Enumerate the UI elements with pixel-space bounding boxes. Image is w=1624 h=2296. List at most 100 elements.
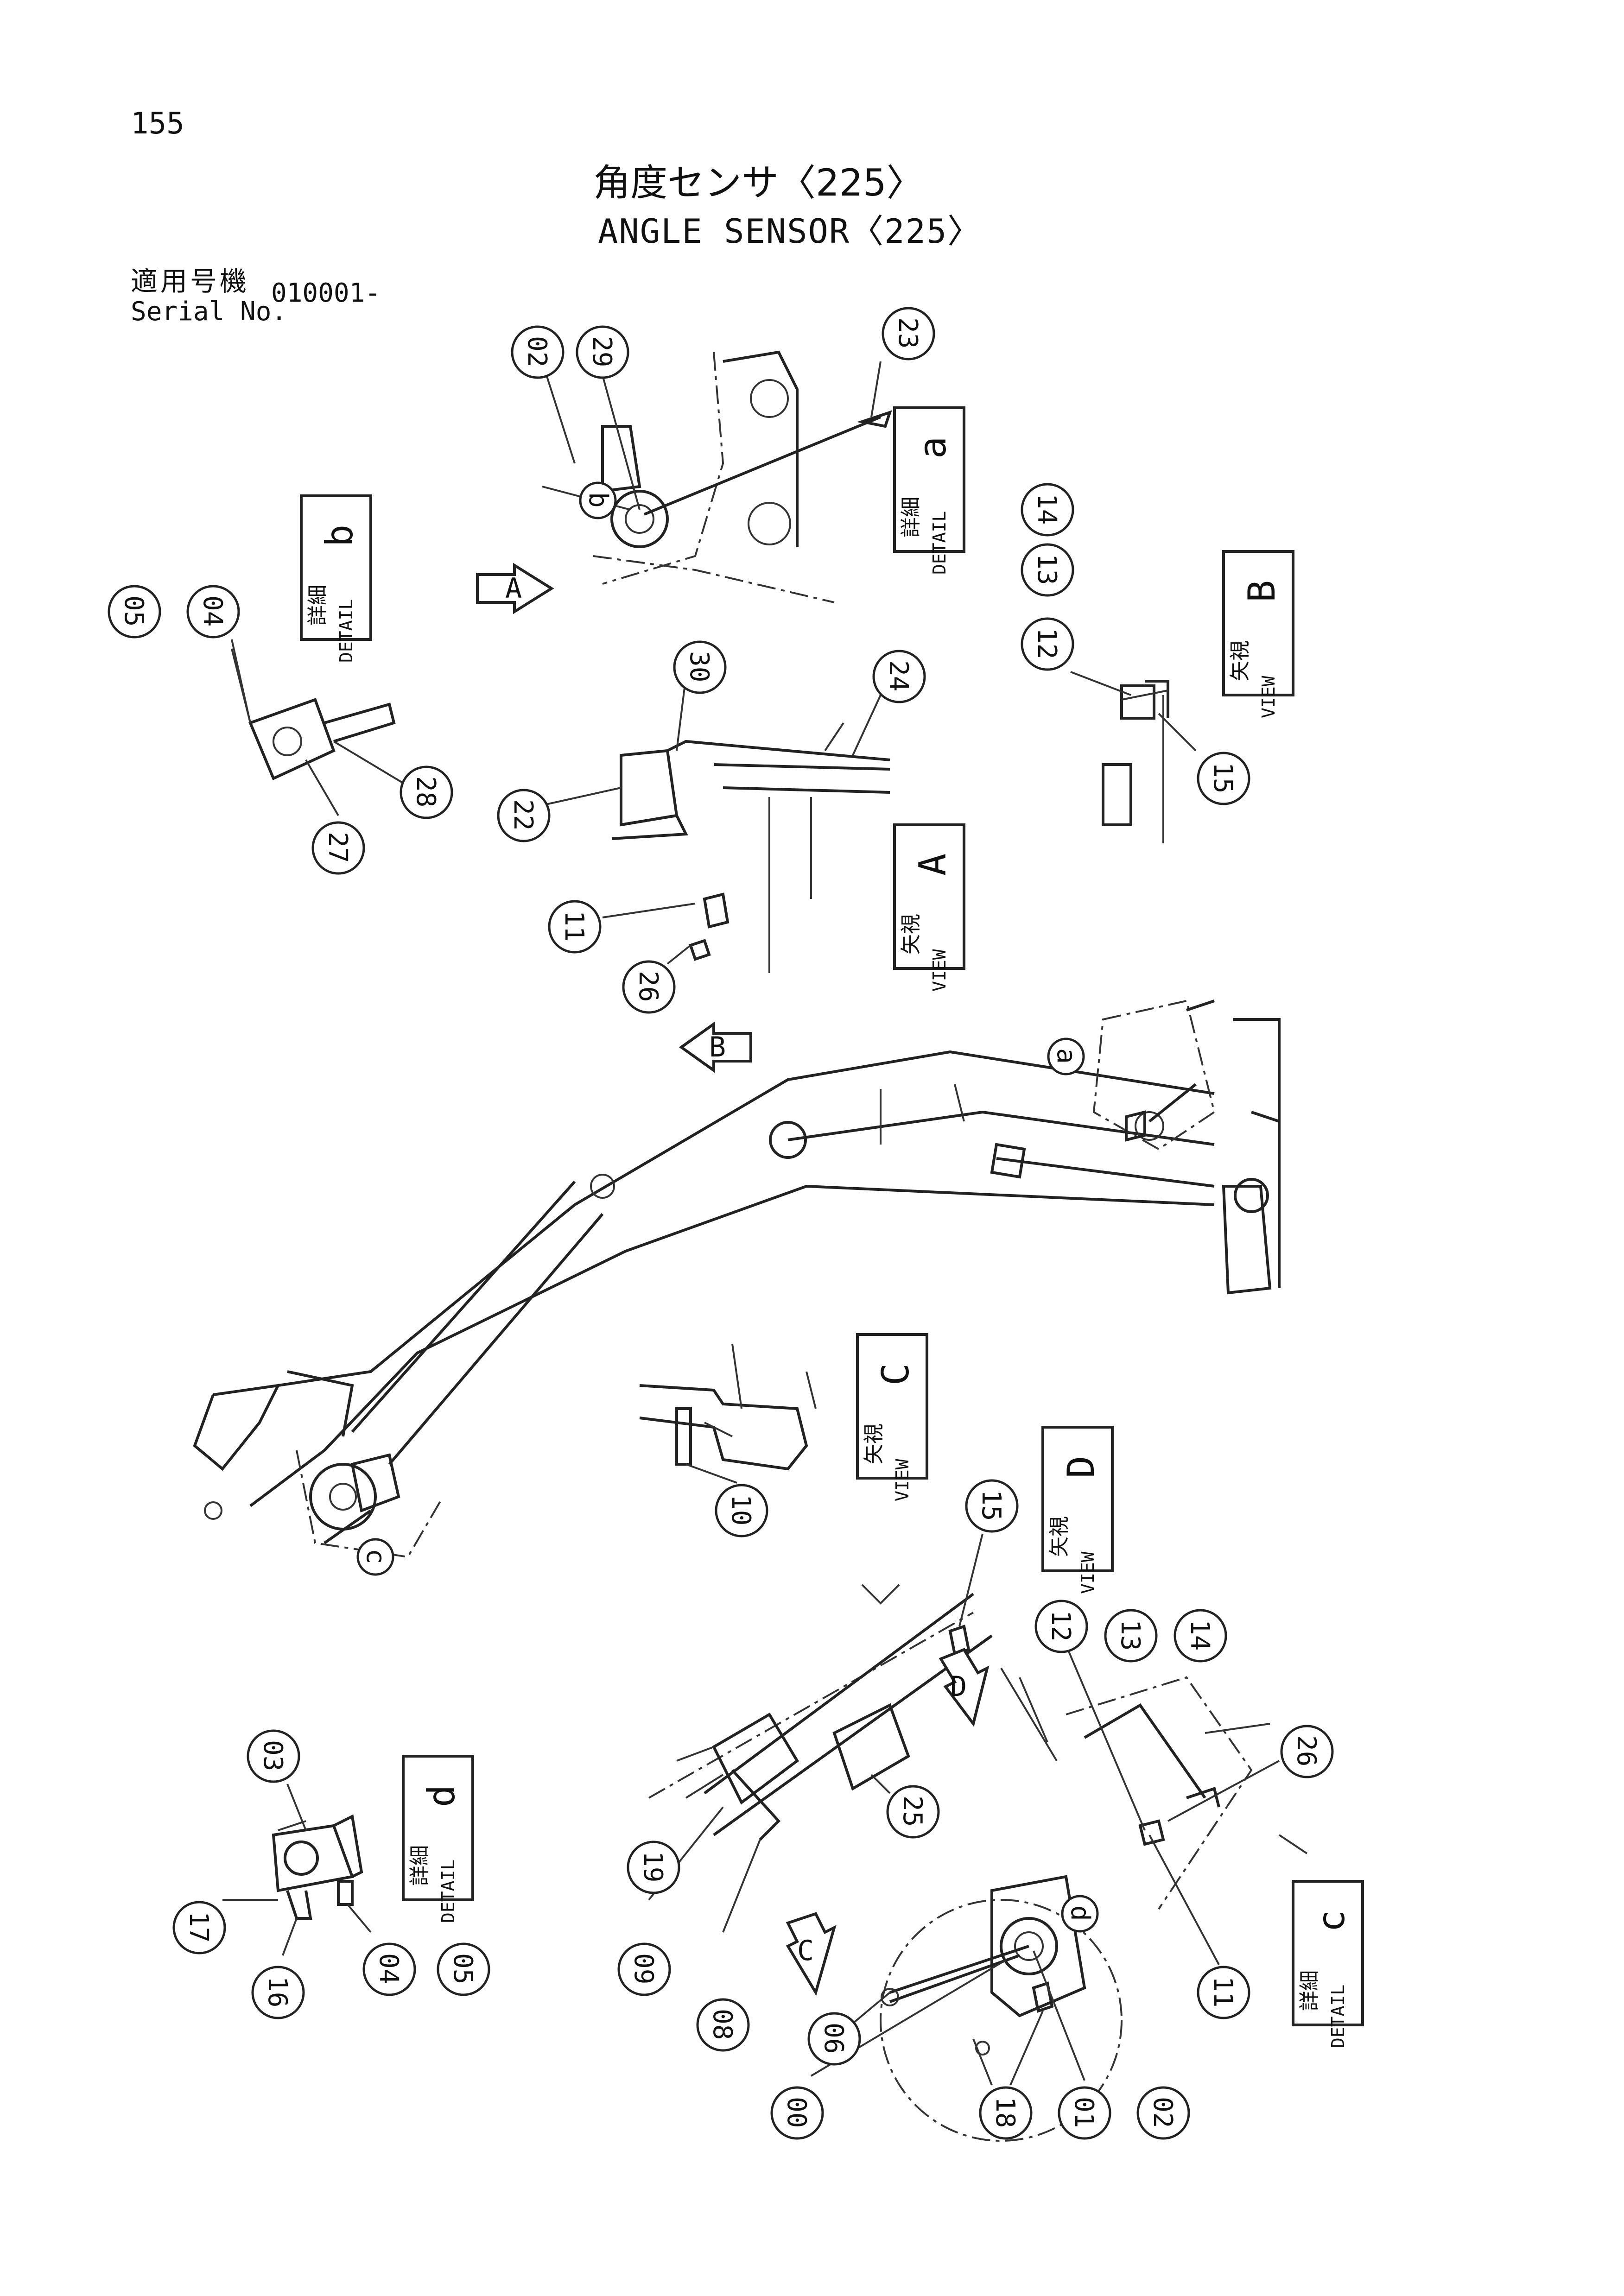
svg-text:詳細: 詳細	[306, 585, 330, 626]
svg-text:VIEW: VIEW	[1078, 1551, 1098, 1594]
svg-text:a: a	[1051, 1048, 1081, 1064]
callout-23: 23	[882, 307, 935, 361]
callout-00: 00	[770, 2086, 824, 2140]
svg-text:DETAIL: DETAIL	[336, 599, 356, 663]
svg-text:a: a	[911, 436, 954, 459]
svg-text:02: 02	[522, 336, 552, 367]
svg-text:詳細: 詳細	[408, 1845, 431, 1886]
svg-text:d: d	[420, 1785, 463, 1807]
svg-text:29: 29	[587, 336, 617, 367]
serial-label-english: Serial No.	[131, 297, 287, 327]
callout-12-top: 12	[1021, 617, 1074, 671]
callout-28: 28	[400, 765, 453, 819]
callout-27: 27	[311, 821, 365, 875]
svg-text:b: b	[318, 525, 361, 547]
svg-text:d: d	[1065, 1905, 1095, 1921]
svg-text:VIEW: VIEW	[892, 1459, 913, 1501]
callout-17: 17	[172, 1901, 226, 1954]
detail-c-label: 詳細 DETAIL c	[1292, 1880, 1364, 2048]
svg-text:A: A	[911, 854, 954, 876]
svg-text:05: 05	[119, 595, 149, 626]
svg-text:24: 24	[883, 660, 914, 691]
serial-number-value: 010001-	[271, 278, 381, 308]
callout-04-detail-b: 04	[186, 585, 240, 639]
svg-text:17: 17	[184, 1911, 214, 1942]
svg-text:VIEW: VIEW	[1258, 676, 1279, 718]
callout-15-mid: 15	[965, 1479, 1019, 1533]
svg-text:04: 04	[374, 1953, 404, 1984]
callout-14-bottom: 14	[1174, 1609, 1227, 1663]
view-a-arrow: A	[476, 563, 554, 614]
svg-text:詳細: 詳細	[1298, 1970, 1321, 2011]
view-b-drawing	[1102, 680, 1169, 843]
svg-text:06: 06	[818, 2023, 849, 2054]
arrow-a-letter: A	[505, 572, 522, 605]
serial-label-japanese: 適用号機	[131, 266, 250, 297]
svg-text:22: 22	[508, 799, 538, 830]
svg-text:28: 28	[411, 776, 441, 807]
svg-text:DETAIL: DETAIL	[438, 1860, 458, 1923]
svg-text:15: 15	[976, 1490, 1006, 1521]
callout-09: 09	[617, 1942, 671, 1996]
detail-d-label: 詳細 DETAIL d	[402, 1755, 474, 1923]
callout-12-bottom: 12	[1034, 1600, 1088, 1653]
svg-text:11: 11	[1208, 1976, 1238, 2007]
svg-text:15: 15	[1208, 762, 1238, 793]
svg-text:詳細: 詳細	[899, 497, 923, 538]
svg-text:矢視: 矢視	[899, 914, 923, 955]
svg-text:c: c	[1310, 1910, 1353, 1932]
callout-19: 19	[627, 1841, 680, 1894]
svg-text:b: b	[583, 492, 613, 508]
svg-text:12: 12	[1046, 1610, 1076, 1641]
detail-b-label: 詳細 DETAIL b	[300, 494, 372, 663]
svg-text:30: 30	[684, 651, 714, 682]
callout-01: 01	[1058, 2086, 1111, 2140]
callout-25: 25	[886, 1785, 940, 1839]
svg-text:09: 09	[628, 1953, 659, 1984]
callout-06: 06	[807, 2012, 861, 2066]
svg-text:23: 23	[893, 317, 923, 348]
callout-15-top: 15	[1197, 752, 1250, 805]
svg-text:DETAIL: DETAIL	[929, 511, 950, 575]
svg-text:矢視: 矢視	[1047, 1516, 1071, 1557]
title-english: ANGLE SENSOR〈225〉	[598, 212, 982, 251]
leader-lines	[222, 347, 1280, 2086]
svg-text:04: 04	[197, 595, 228, 626]
title-japanese: 角度センサ〈225〉	[593, 161, 924, 204]
callout-29: 29	[576, 325, 629, 379]
callout-03: 03	[247, 1729, 300, 1783]
callout-16: 16	[251, 1966, 305, 2019]
view-b-arrow: B	[679, 1021, 752, 1073]
svg-text:12: 12	[1032, 628, 1062, 659]
svg-text:VIEW: VIEW	[929, 949, 950, 992]
callout-13-top: 13	[1021, 543, 1074, 597]
detail-c-drawing	[880, 1676, 1308, 2142]
callout-10: 10	[715, 1484, 768, 1537]
svg-text:11: 11	[559, 911, 589, 942]
svg-text:26: 26	[1291, 1735, 1321, 1766]
callout-30: 30	[673, 640, 727, 694]
view-a-drawing	[611, 722, 890, 973]
callout-11-bottom: 11	[1197, 1966, 1250, 2019]
svg-text:C: C	[874, 1363, 917, 1385]
marker-a: a	[1047, 1037, 1085, 1075]
svg-text:DETAIL: DETAIL	[1328, 1985, 1348, 2048]
svg-text:25: 25	[897, 1796, 927, 1827]
callout-24: 24	[872, 650, 926, 703]
detail-a-label: 詳細 DETAIL a	[893, 406, 965, 575]
svg-text:13: 13	[1032, 554, 1062, 585]
view-d-arrow: D	[939, 1648, 990, 1727]
callout-04-detail-d: 04	[362, 1942, 416, 1996]
svg-text:18: 18	[990, 2097, 1020, 2128]
svg-text:B: B	[1240, 580, 1283, 602]
svg-text:矢視: 矢視	[1228, 640, 1252, 681]
svg-text:00: 00	[781, 2097, 812, 2128]
arrow-c-letter: C	[797, 1935, 814, 1967]
svg-text:c: c	[361, 1549, 391, 1564]
callout-02-bottom: 02	[1136, 2086, 1190, 2140]
callout-11-top: 11	[548, 900, 602, 954]
marker-d: d	[1061, 1895, 1099, 1933]
view-d-label: 矢視 VIEW D	[1041, 1426, 1114, 1594]
boom-assembly	[193, 999, 1281, 1558]
